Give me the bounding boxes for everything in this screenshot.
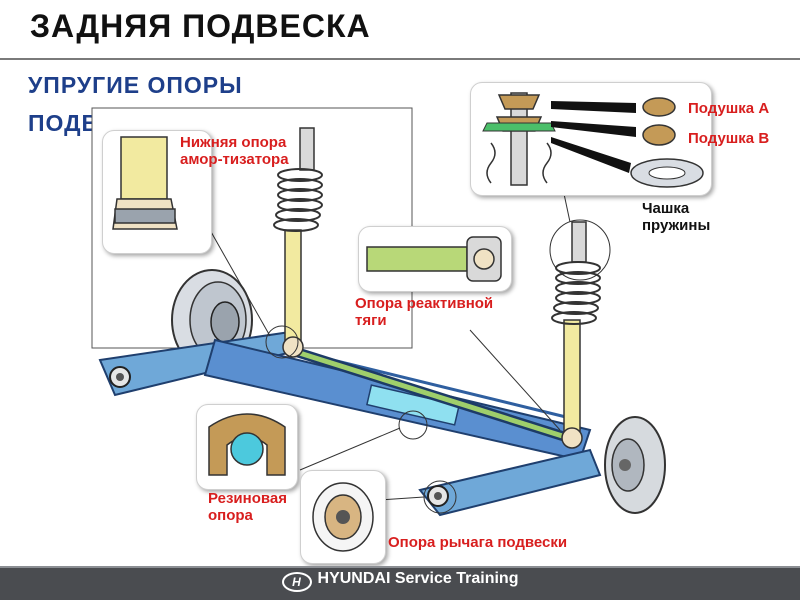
label-reaction-rod-mount: Опора реактивной тяги [355, 295, 515, 329]
callout-leaders [209, 174, 611, 514]
right-shock-absorber [551, 221, 601, 449]
footer-brand: H HYUNDAI Service Training [0, 570, 800, 592]
reaction-rod [288, 345, 577, 445]
title-divider [0, 58, 800, 60]
label-cushion-a: Подушка А [688, 100, 770, 117]
inset-lower-shock-mount [102, 130, 212, 254]
label-reaction-rod-text: Опора реактивной тяги [355, 295, 494, 329]
inset-reaction-rod-mount [358, 226, 512, 292]
right-trailing-arm [418, 448, 602, 517]
label-lower-shock-mount: Нижняя опора амор-тизатора [180, 134, 289, 168]
subtitle-line-2: ПОДВ [28, 110, 100, 136]
page-title: ЗАДНЯЯ ПОДВЕСКА [30, 8, 371, 44]
inset-arm-mount [300, 470, 386, 564]
label-cushion-b: Подушка В [688, 130, 770, 147]
footer-brand-text: HYUNDAI Service Training [317, 570, 519, 587]
label-arm-mount: Опора рычага подвески [388, 534, 568, 551]
label-spring-cup: Чашка пружины [642, 200, 711, 234]
footer-bar [0, 566, 800, 600]
inset-top-mount [470, 82, 712, 196]
right-brake-hub [604, 416, 666, 514]
label-rubber-mount: Резиновая опора [208, 490, 287, 524]
footer-top-line [0, 566, 800, 568]
hyundai-logo-icon: H [281, 572, 312, 592]
left-shock-absorber [273, 127, 323, 358]
inset-rubber-mount [196, 404, 298, 490]
subtitle-line-1: УПРУГИЕ ОПОРЫ [28, 72, 243, 98]
